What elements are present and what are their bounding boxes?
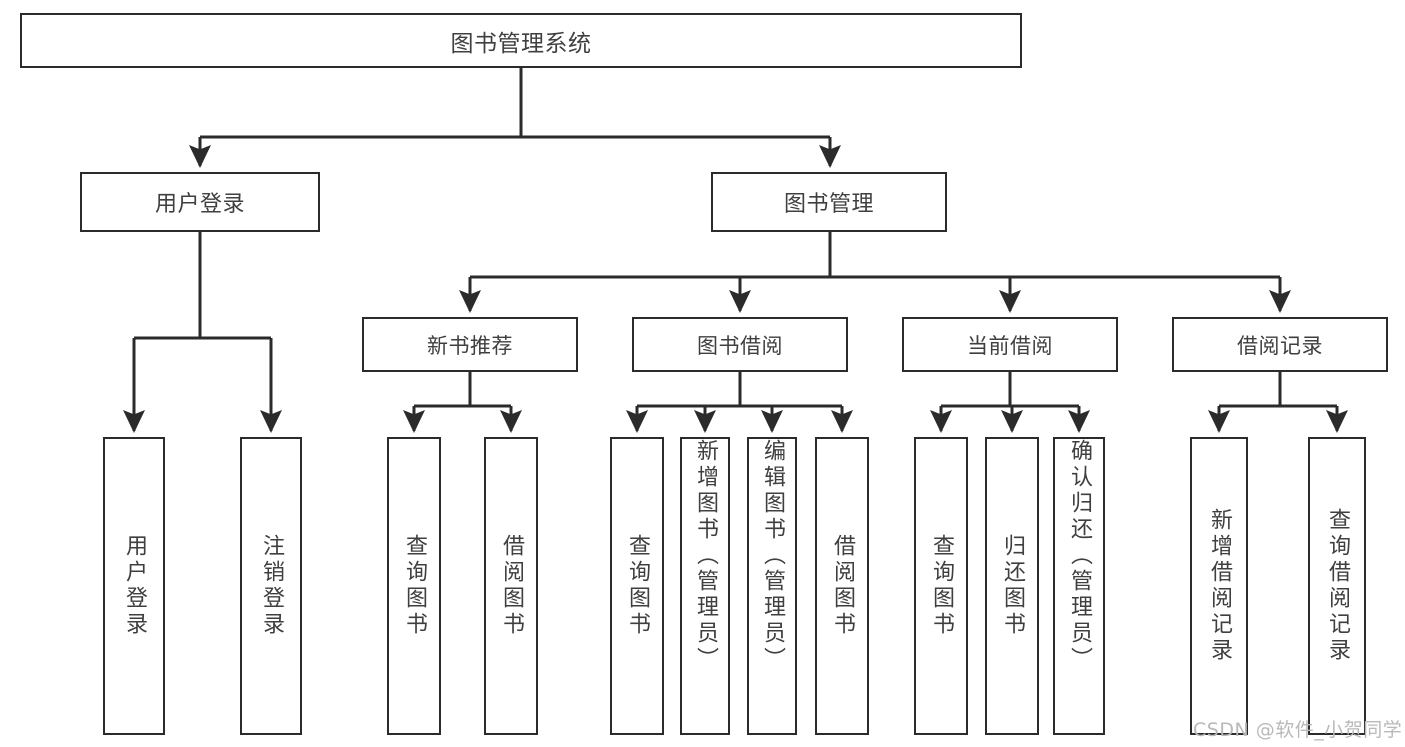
node-current-borrow-label: 当前借阅 (967, 333, 1053, 358)
leaf-return-book[interactable]: 归还图书 (985, 437, 1039, 735)
leaf-edit-book-admin[interactable]: 编辑图书（管理员） (747, 437, 797, 735)
leaf-logout[interactable]: 注销登录 (240, 437, 302, 735)
leaf-user-login-label: 用户登录 (122, 534, 147, 638)
node-root[interactable]: 图书管理系统 (20, 13, 1022, 68)
node-borrow-record-label: 借阅记录 (1237, 333, 1323, 358)
leaf-confirm-return-admin[interactable]: 确认归还（管理员） (1053, 437, 1105, 735)
leaf-add-book-admin-label: 新增图书（管理员） (693, 439, 718, 673)
node-book-management[interactable]: 图书管理 (711, 172, 947, 232)
csdn-watermark: CSDN @软件_小贺同学 (1193, 719, 1403, 741)
leaf-query-borrow-record[interactable]: 查询借阅记录 (1308, 437, 1366, 735)
node-user-login-label: 用户登录 (154, 192, 245, 217)
leaf-borrow-book[interactable]: 借阅图书 (815, 437, 869, 735)
leaf-borrow-book-recommend-label: 借阅图书 (499, 534, 524, 638)
leaf-query-book-recommend[interactable]: 查询图书 (387, 437, 441, 735)
leaf-logout-label: 注销登录 (259, 534, 284, 638)
leaf-query-book-recommend-label: 查询图书 (402, 534, 427, 638)
node-book-management-label: 图书管理 (783, 192, 874, 217)
node-user-login[interactable]: 用户登录 (80, 172, 320, 232)
node-book-borrow-label: 图书借阅 (697, 333, 783, 358)
node-current-borrow[interactable]: 当前借阅 (902, 317, 1118, 372)
node-book-borrow[interactable]: 图书借阅 (632, 317, 848, 372)
leaf-query-book-current[interactable]: 查询图书 (914, 437, 968, 735)
node-new-book-recommend-label: 新书推荐 (427, 333, 513, 358)
leaf-borrow-book-recommend[interactable]: 借阅图书 (484, 437, 538, 735)
leaf-query-book-borrow[interactable]: 查询图书 (610, 437, 664, 735)
leaf-query-book-borrow-label: 查询图书 (625, 534, 650, 638)
leaf-query-borrow-record-label: 查询借阅记录 (1325, 508, 1350, 664)
node-new-book-recommend[interactable]: 新书推荐 (362, 317, 578, 372)
leaf-borrow-book-label: 借阅图书 (830, 534, 855, 638)
leaf-add-borrow-record[interactable]: 新增借阅记录 (1190, 437, 1248, 735)
leaf-add-borrow-record-label: 新增借阅记录 (1207, 508, 1232, 664)
leaf-confirm-return-admin-label: 确认归还（管理员） (1067, 439, 1092, 673)
node-root-label: 图书管理系统 (450, 30, 592, 57)
leaf-add-book-admin[interactable]: 新增图书（管理员） (680, 437, 730, 735)
node-borrow-record[interactable]: 借阅记录 (1172, 317, 1388, 372)
leaf-edit-book-admin-label: 编辑图书（管理员） (760, 439, 785, 673)
leaf-query-book-current-label: 查询图书 (929, 534, 954, 638)
leaf-return-book-label: 归还图书 (1000, 534, 1025, 638)
leaf-user-login[interactable]: 用户登录 (103, 437, 165, 735)
